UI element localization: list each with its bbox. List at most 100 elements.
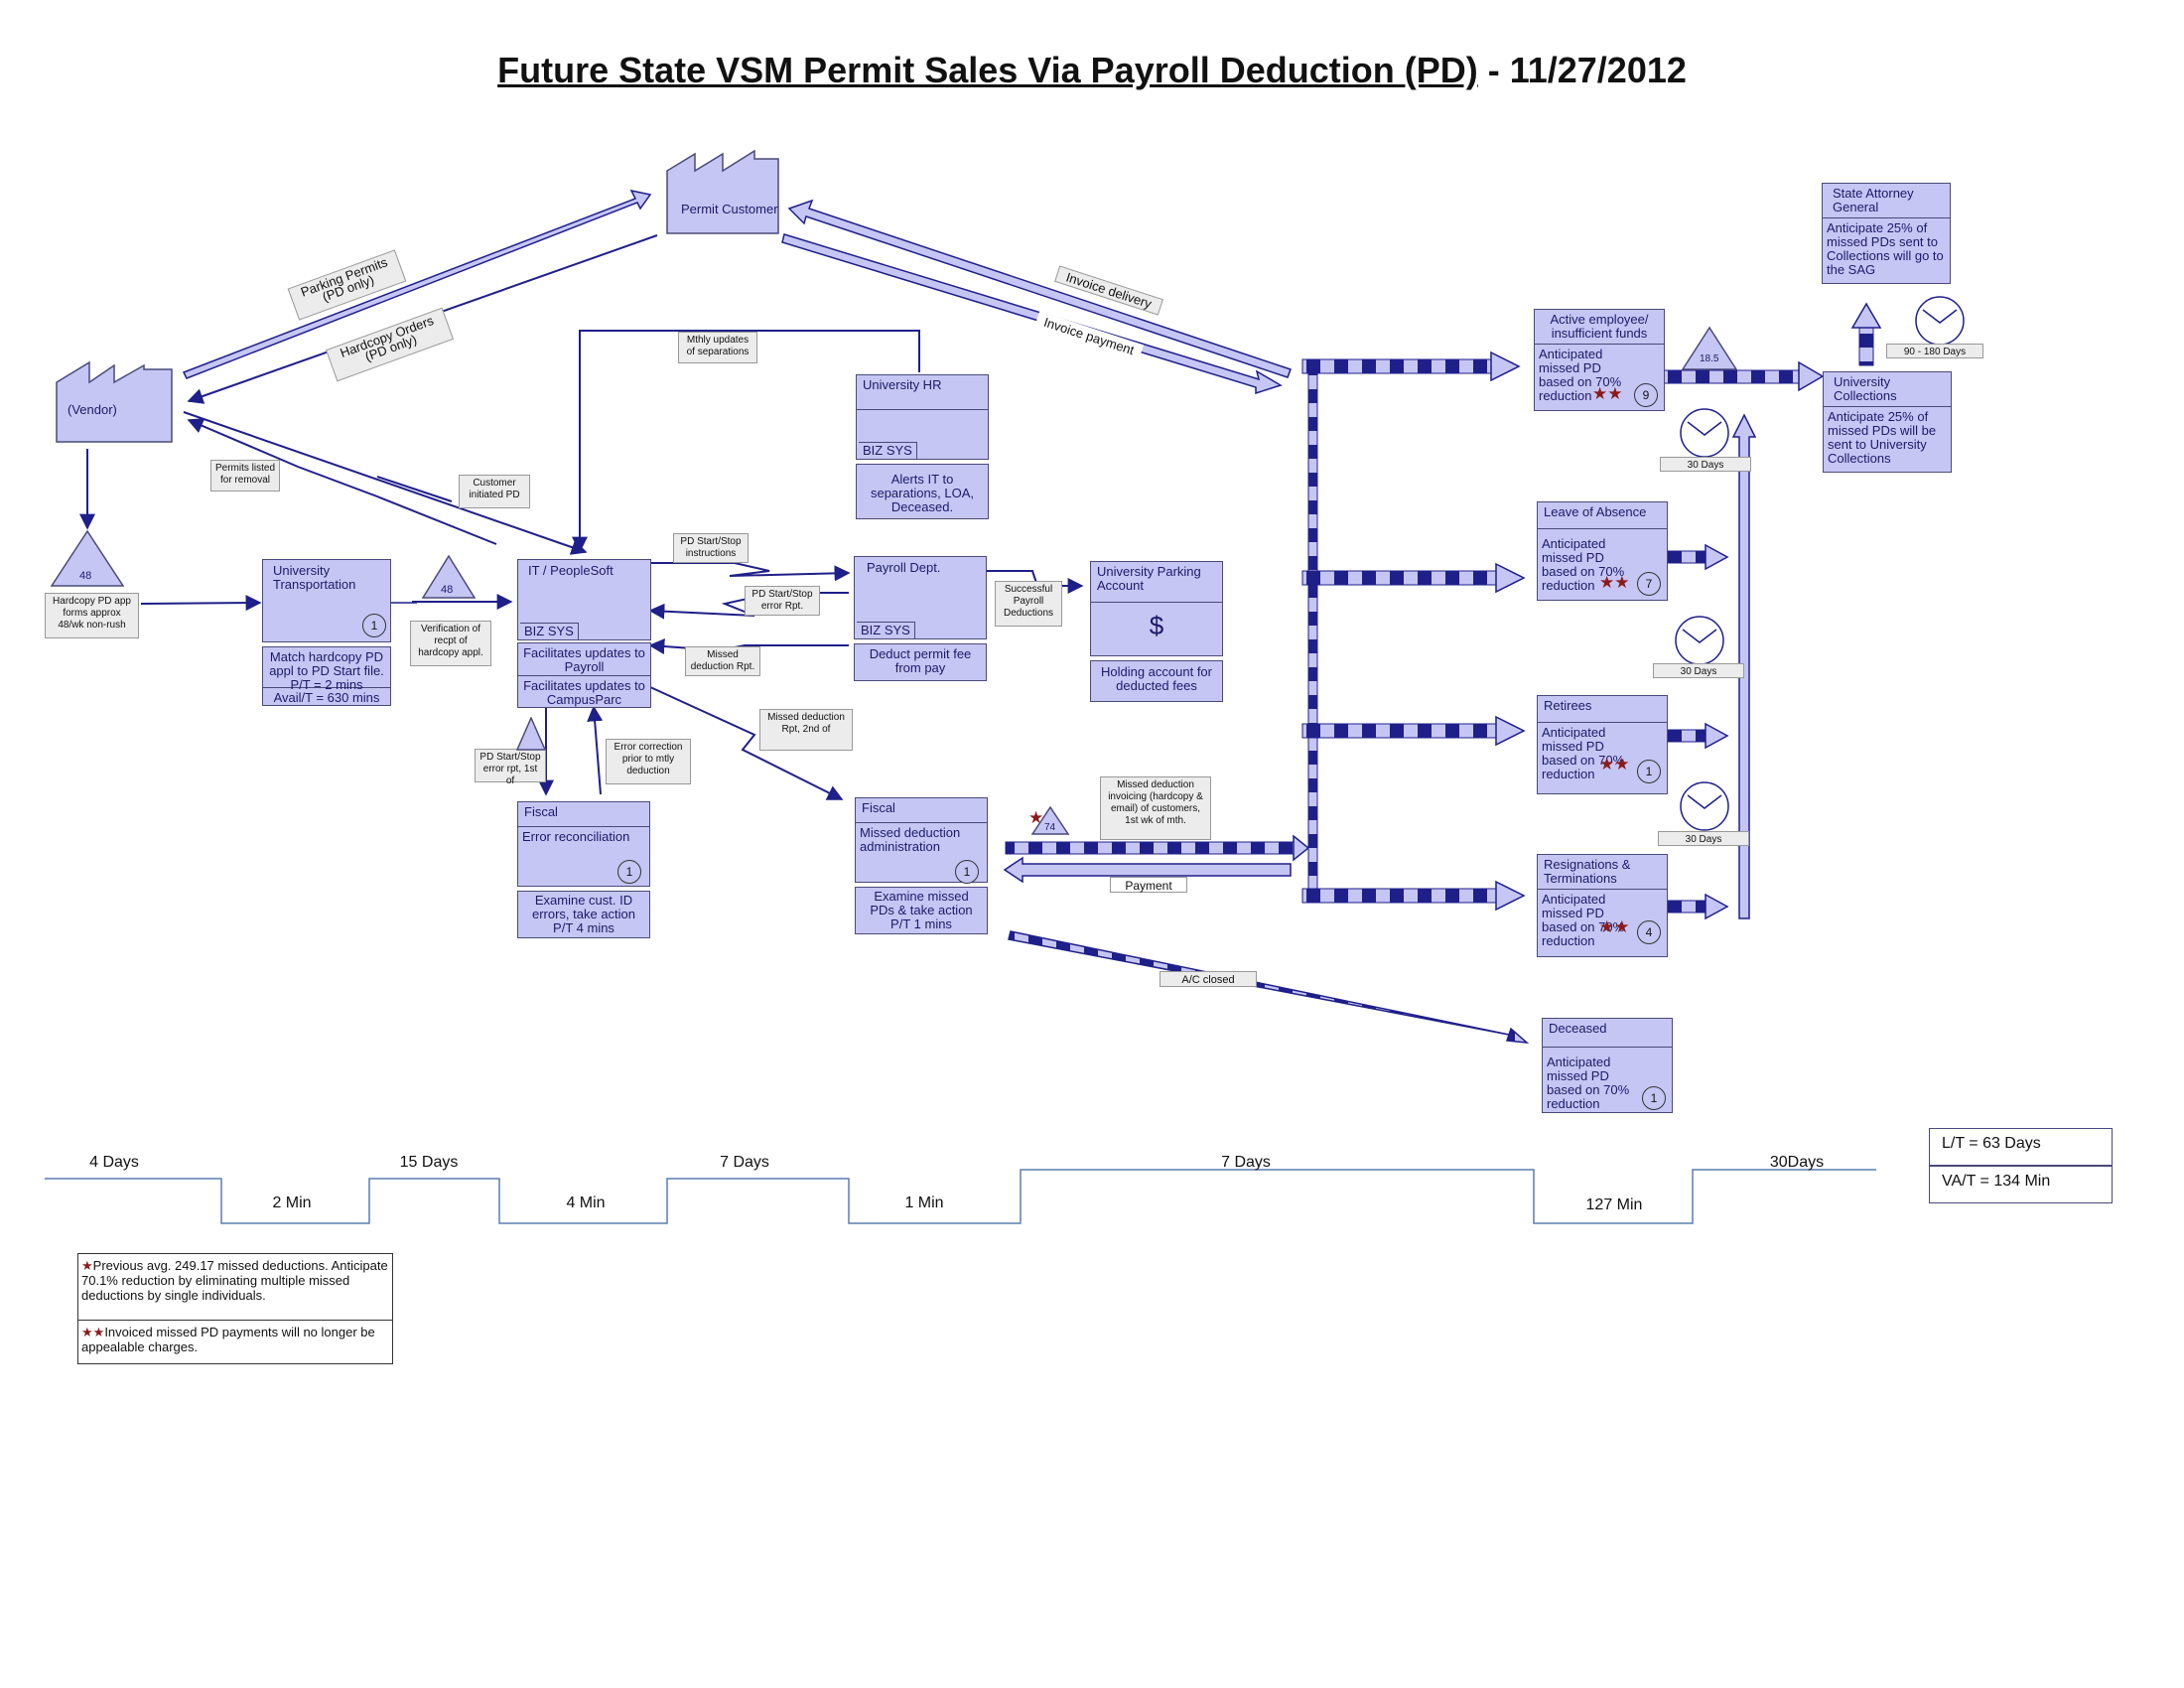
mthly-updates-note: Mthly updates of separations <box>678 332 757 363</box>
loa-name: Leave of Absence <box>1538 502 1667 529</box>
loa-body: Anticipated missed PD based on 70% reduc… <box>1542 536 1625 593</box>
verification-note: Verification of recpt of hardcopy appl. <box>410 621 491 666</box>
timeline-top-2: 15 Days <box>399 1154 459 1171</box>
process-university-transportation: University Transportation 1 <box>262 559 391 642</box>
title-main: Future State VSM Permit Sales Via Payrol… <box>497 50 1478 90</box>
sag-name: State Attorney General <box>1823 184 1950 218</box>
fiscal-inventory-triangle-icon <box>516 717 546 751</box>
ut-operator-count: 1 <box>362 614 386 637</box>
deceased-body: Anticipated missed PD based on 70% reduc… <box>1547 1055 1630 1111</box>
fiscal-b-desc: Examine missed PDs & take action P/T 1 m… <box>870 889 973 931</box>
one-star-icon: ★ <box>81 1258 93 1273</box>
two-star-icon: ★★ <box>1592 384 1623 403</box>
timeline-line <box>45 1169 1876 1224</box>
ut-desc1: Match hardcopy PD appl to PD Start file.… <box>263 647 390 692</box>
permit-customer-factory-icon <box>666 149 779 234</box>
collections-body: Anticipate 25% of missed PDs will be sen… <box>1828 409 1937 466</box>
collections-name: University Collections <box>1824 372 1951 407</box>
timeline-top-3: 7 Days <box>720 1154 769 1171</box>
ut-name: University Transportation <box>273 563 356 592</box>
legend-one-star-text: Previous avg. 249.17 missed deductions. … <box>81 1258 388 1303</box>
process-state-attorney-general: State Attorney General Anticipate 25% of… <box>1822 183 1951 284</box>
collections-inventory-count: 18.5 <box>1700 353 1719 364</box>
permit-customer-label: Permit Customer <box>681 202 778 216</box>
timeline-bottom-1: 2 Min <box>272 1195 312 1211</box>
ut-inventory-count: 48 <box>441 584 454 596</box>
retirees-name: Retirees <box>1538 696 1667 723</box>
fiscal-a-desc: Examine cust. ID errors, take action P/T… <box>531 893 636 935</box>
fiscal-b-operator-count: 1 <box>955 860 979 884</box>
process-active-employee: Active employee/ insufficient funds Anti… <box>1534 309 1665 411</box>
error-correction-note: Error correction prior to mtly deduction <box>606 739 691 784</box>
missed-deduction-rpt-note: Missed deduction Rpt. <box>685 646 760 676</box>
two-star-icon: ★★ <box>81 1325 105 1339</box>
two-star-icon: ★★ <box>1599 917 1630 936</box>
payment-label: Payment <box>1110 877 1187 893</box>
fiscal-a-body: Error reconciliation <box>522 829 630 844</box>
pd-start-stop-instructions-note: PD Start/Stop instructions <box>673 533 749 563</box>
active-employee-body: Anticipated missed PD based on 70% reduc… <box>1539 347 1622 403</box>
payroll-biz-sys: BIZ SYS <box>857 622 915 638</box>
dollar-icon: $ <box>1149 611 1164 640</box>
ac-closed-label: A/C closed <box>1160 971 1257 987</box>
fiscal-a-name: Fiscal <box>518 802 649 827</box>
timeline-bottom-3: 1 Min <box>904 1195 944 1211</box>
collection-arrows <box>1655 302 1882 920</box>
retirees-body: Anticipated missed PD based on 70% reduc… <box>1542 725 1625 781</box>
vendor-factory-icon <box>56 360 173 443</box>
timeline-top-5: 30Days <box>1769 1154 1825 1171</box>
sag-body: Anticipate 25% of missed PDs sent to Col… <box>1827 220 1944 277</box>
hr-data-box: Alerts IT to separations, LOA, Deceased. <box>856 464 989 519</box>
deceased-name: Deceased <box>1543 1019 1672 1048</box>
missed-deduction-invoicing-note: Missed deduction invoicing (hardcopy & e… <box>1100 776 1211 840</box>
title-date: - 11/27/2012 <box>1477 50 1687 90</box>
wait-90-180-days: 90 - 180 Days <box>1886 344 1983 358</box>
ut-data-box: Match hardcopy PD appl to PD Start file.… <box>262 646 391 706</box>
successful-payroll-note: Successful Payroll Deductions <box>995 581 1062 627</box>
loa-operator-count: 7 <box>1637 572 1661 596</box>
fiscal-a-operator-count: 1 <box>617 860 641 884</box>
process-university-parking-account: University Parking Account $ <box>1090 561 1223 656</box>
hr-desc: Alerts IT to separations, LOA, Deceased. <box>870 472 975 514</box>
page-title: Future State VSM Permit Sales Via Payrol… <box>0 50 2184 91</box>
one-star-icon: ★ <box>1028 808 1044 827</box>
wait-30-days-c: 30 Days <box>1658 831 1749 846</box>
process-university-hr: University HR BIZ SYS <box>856 374 989 460</box>
retirees-operator-count: 1 <box>1637 760 1661 783</box>
vendor-inventory-count: 48 <box>79 570 92 582</box>
fiscal-b-data-box: Examine missed PDs & take action P/T 1 m… <box>855 887 988 934</box>
wait-30-days-b: 30 Days <box>1653 663 1744 678</box>
fiscal-b-body: Missed deduction administration <box>860 825 961 854</box>
timeline-bottom-4: 127 Min <box>1585 1196 1643 1213</box>
it-desc1: Facilitates updates to Payroll <box>518 643 650 676</box>
parking-permits-arrow <box>182 189 652 379</box>
process-retirees: Retirees Anticipated missed PD based on … <box>1537 695 1668 794</box>
payroll-desc: Deduct permit fee from pay <box>869 646 972 675</box>
process-resignations-terminations: Resignations & Terminations Anticipated … <box>1537 854 1668 957</box>
process-payroll-dept: Payroll Dept. BIZ SYS <box>854 556 987 639</box>
parking-account-name: University Parking Account <box>1091 562 1222 603</box>
fiscal-b-name: Fiscal <box>856 798 987 823</box>
lead-time-total: L/T = 63 Days <box>1929 1128 2113 1166</box>
it-data-box: Facilitates updates to Payroll Facilitat… <box>517 642 651 708</box>
parking-account-desc: Holding account for deducted fees <box>1100 664 1212 693</box>
it-desc2: Facilitates updates to CampusParc <box>523 678 645 707</box>
two-star-icon: ★★ <box>1599 755 1630 774</box>
process-deceased: Deceased Anticipated missed PD based on … <box>1542 1018 1673 1113</box>
parking-account-data-box: Holding account for deducted fees <box>1090 660 1223 702</box>
hardcopy-pd-note: Hardcopy PD app forms approx 48/wk non-r… <box>45 593 139 638</box>
branch-arrows <box>1301 351 1526 912</box>
it-name: IT / PeopleSoft <box>528 563 614 578</box>
legend-two-star-text: Invoiced missed PD payments will no long… <box>81 1325 375 1354</box>
hr-name: University HR <box>857 375 988 410</box>
legend-one-star: ★Previous avg. 249.17 missed deductions.… <box>78 1254 392 1321</box>
resignations-name: Resignations & Terminations <box>1538 855 1667 890</box>
active-employee-name: Active employee/ insufficient funds <box>1535 310 1664 345</box>
process-university-collections: University Collections Anticipate 25% of… <box>1823 371 1952 473</box>
legend-two-star: ★★Invoiced missed PD payments will no lo… <box>78 1321 392 1358</box>
active-employee-operator-count: 9 <box>1634 383 1658 407</box>
hr-biz-sys: BIZ SYS <box>859 442 917 459</box>
missed-deduction-rpt2-note: Missed deduction Rpt, 2nd of <box>759 709 853 751</box>
wait-30-days-a: 30 Days <box>1660 457 1751 472</box>
